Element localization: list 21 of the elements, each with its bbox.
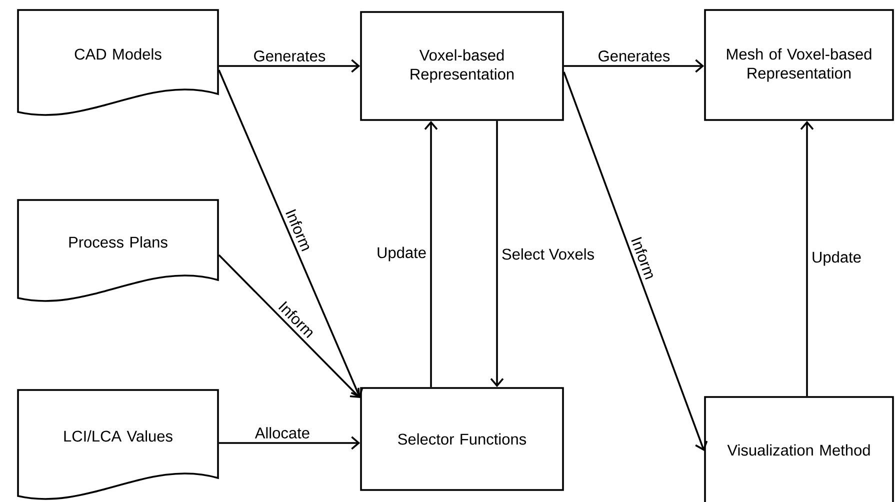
arrow bbox=[218, 436, 360, 450]
arrow bbox=[218, 254, 360, 398]
arrow bbox=[218, 70, 364, 398]
arrow bbox=[563, 72, 708, 451]
arrow bbox=[424, 120, 438, 388]
edge-label: Generates bbox=[596, 49, 672, 63]
arrow bbox=[218, 59, 360, 73]
process-box: Visualization Method bbox=[704, 396, 894, 502]
edge-label: Update bbox=[810, 250, 863, 268]
process-box: Voxel-based Representation bbox=[360, 11, 564, 121]
arrow bbox=[564, 59, 704, 73]
process-box: Selector Functions bbox=[360, 387, 564, 491]
process-box: Mesh of Voxel-based Representation bbox=[704, 9, 894, 121]
edge-label: Generates bbox=[252, 49, 328, 63]
arrow bbox=[490, 120, 504, 388]
edge-label: Allocate bbox=[253, 426, 312, 440]
arrow bbox=[800, 120, 814, 396]
edge-label: Inform bbox=[628, 233, 658, 282]
edge-label: Inform bbox=[282, 206, 315, 254]
edge-label: Update bbox=[375, 245, 428, 263]
edge-label: Select Voxels bbox=[500, 246, 596, 262]
